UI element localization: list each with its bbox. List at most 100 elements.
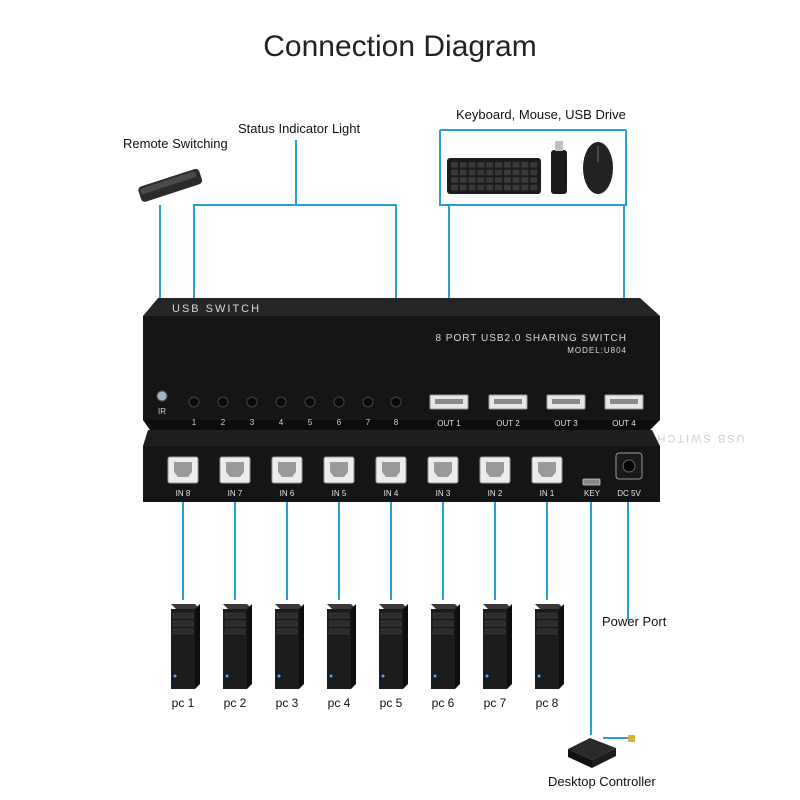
mouse-icon [583, 142, 613, 194]
status-led-4 [275, 396, 287, 408]
peripheral-bracket-line [439, 130, 627, 206]
pc-tower-side [507, 604, 512, 689]
usb-b-port-tongue [330, 462, 348, 477]
pc-tower-3 [275, 604, 304, 689]
keyboard-key [451, 169, 458, 176]
keyboard-key [477, 162, 485, 168]
usb-b-port-tongue [278, 462, 296, 477]
remote-control-icon [138, 168, 203, 202]
pc-tower-2 [223, 604, 252, 689]
keyboard-key [459, 177, 467, 183]
pc-drive-bay [484, 628, 506, 635]
pc-label: pc 5 [380, 696, 403, 710]
status-led-1 [188, 396, 200, 408]
key-port-icon [582, 478, 601, 486]
pc-drive-bay [432, 612, 454, 619]
keyboard-key [530, 177, 538, 183]
usb-drive-connector [555, 141, 563, 151]
keyboard-key [495, 184, 502, 191]
pc-tower-top [483, 604, 512, 609]
status-led-5 [304, 396, 316, 408]
keyboard-key [530, 184, 538, 191]
front-model-line: MODEL:U804 [567, 346, 627, 355]
pc-drive-bay [276, 628, 298, 635]
status-led-label: 3 [250, 418, 255, 427]
status-led-label: 5 [308, 418, 313, 427]
switch-back-bevel [143, 430, 660, 446]
pc-power-led [225, 674, 229, 678]
key-port-label: KEY [584, 489, 601, 498]
pc-power-led [173, 674, 177, 678]
status-led-8 [390, 396, 402, 408]
pc-drive-bay [536, 628, 558, 635]
keyboard-key [486, 169, 494, 176]
keyboard-key [521, 162, 529, 168]
remote-switching-label: Remote Switching [123, 136, 228, 151]
pc-tower-5 [379, 604, 408, 689]
pc-drive-bay [432, 628, 454, 635]
keyboard-key [530, 162, 538, 168]
status-led-label: 2 [221, 418, 226, 427]
status-indicator-label: Status Indicator Light [238, 121, 361, 136]
pc-drive-bay [536, 612, 558, 619]
pc-tower-top [171, 604, 200, 609]
front-brand-text: USB SWITCH [172, 303, 261, 315]
usb-b-port-tongue [174, 462, 192, 477]
keyboard-key [468, 169, 476, 176]
keyboard-key [451, 184, 458, 191]
keyboard-key [486, 177, 494, 183]
pc-tower-side [299, 604, 304, 689]
usb-in-port-label: IN 6 [280, 489, 295, 498]
keyboard-key [477, 184, 485, 191]
status-led-7 [362, 396, 374, 408]
usb-out-port-label: OUT 4 [612, 419, 636, 428]
pc-drive-bay [328, 628, 350, 635]
dc-jack-hole [622, 459, 636, 473]
pc-power-led [277, 674, 281, 678]
usb-in-port-label: IN 2 [488, 489, 503, 498]
pc-power-led [381, 674, 385, 678]
pc-label: pc 8 [536, 696, 559, 710]
pc-label: pc 6 [432, 696, 455, 710]
status-led-6 [333, 396, 345, 408]
pc-drive-bay [328, 620, 350, 627]
keyboard-key [477, 169, 485, 176]
pc-tower-4 [327, 604, 356, 689]
status-led-label: 1 [192, 418, 197, 427]
pc-drive-bay [276, 612, 298, 619]
status-led-2 [217, 396, 229, 408]
pc-drive-bay [380, 620, 402, 627]
keyboard-key [521, 177, 529, 183]
pc-drive-bay [536, 620, 558, 627]
usb-b-port-tongue [434, 462, 452, 477]
keyboard-key [512, 184, 520, 191]
keyboard-key [459, 162, 467, 168]
usb-out-port-label: OUT 1 [437, 419, 461, 428]
usb-b-port-tongue [486, 462, 504, 477]
pc-tower-1 [171, 604, 200, 689]
keyboard-key [495, 162, 502, 168]
pc-drive-bay [380, 612, 402, 619]
pc-label: pc 7 [484, 696, 507, 710]
switch-bottom-edge [143, 420, 660, 430]
pc-power-led [433, 674, 437, 678]
usb-b-port-tongue [538, 462, 556, 477]
pc-tower-top [379, 604, 408, 609]
back-brand-text: USB SWITCH [655, 432, 744, 444]
keyboard-key [512, 169, 520, 176]
usb-in-port-label: IN 7 [228, 489, 243, 498]
keyboard-key [486, 184, 494, 191]
pc-drive-bay [224, 612, 246, 619]
pc-label: pc 4 [328, 696, 351, 710]
pc-drive-bay [276, 620, 298, 627]
usb-in-port-label: IN 8 [176, 489, 191, 498]
pc-drive-bay [432, 620, 454, 627]
usb-drive-icon [551, 150, 567, 194]
pc-tower-side [559, 604, 564, 689]
keyboard-key [503, 162, 511, 168]
status-led-3 [246, 396, 258, 408]
pc-tower-7 [483, 604, 512, 689]
keyboard-key [495, 169, 502, 176]
pc-tower-top [275, 604, 304, 609]
